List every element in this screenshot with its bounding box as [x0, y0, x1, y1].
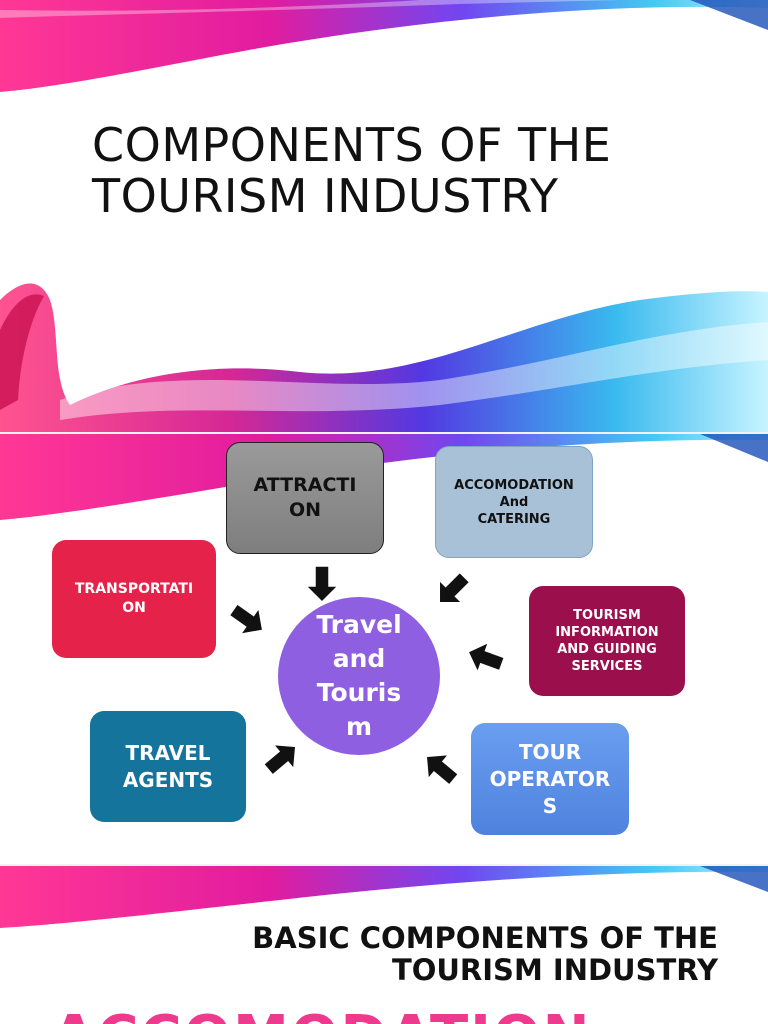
slide-title: COMPONENTS OF THE TOURISM INDUSTRY	[0, 0, 768, 432]
transportation-label: TRANSPORTATI ON	[74, 581, 194, 616]
arrow-left-icon	[467, 640, 506, 675]
center-label: Travel and Touris m	[316, 610, 402, 741]
transportation-box: TRANSPORTATI ON	[52, 540, 216, 658]
attraction-label: ATTRACTI ON	[253, 474, 357, 521]
travel-and-tourism-circle: Travel and Touris m	[278, 597, 440, 755]
swoosh-decoration	[0, 0, 768, 432]
arrow-right-icon	[228, 602, 264, 636]
arrow-up-left-icon	[425, 753, 460, 786]
accomodation-label: ACCOMODATION And CATERING	[454, 477, 574, 527]
travel-agents-label: TRAVEL AGENTS	[122, 740, 214, 792]
tourism-info-label: TOURISM INFORMATION AND GUIDING SERVICES	[555, 608, 659, 674]
arrow-down-icon	[304, 565, 340, 604]
swoosh-decoration	[0, 866, 768, 928]
page-title: COMPONENTS OF THE TOURISM INDUSTRY	[92, 118, 612, 223]
slide-divider	[0, 432, 768, 434]
slide-basic-components: BASIC COMPONENTS OF THE TOURISM INDUSTRY…	[0, 866, 768, 1024]
tour-operators-box: TOUR OPERATOR S	[471, 723, 629, 835]
tourism-info-box: TOURISM INFORMATION AND GUIDING SERVICES	[529, 586, 685, 696]
swoosh-decoration	[0, 434, 768, 520]
section-title: BASIC COMPONENTS OF THE TOURISM INDUSTRY	[252, 921, 718, 987]
slide-divider	[0, 864, 768, 866]
tour-operators-label: TOUR OPERATOR S	[489, 739, 611, 818]
arrow-up-right-icon	[262, 743, 297, 776]
slide-diagram: ATTRACTI ON ACCOMODATION And CATERING TR…	[0, 434, 768, 864]
travel-agents-box: TRAVEL AGENTS	[90, 711, 246, 822]
attraction-box: ATTRACTI ON	[226, 442, 384, 554]
accomodation-box: ACCOMODATION And CATERING	[435, 446, 593, 558]
arrow-down-left-icon	[438, 571, 471, 604]
section-heading: ACCOMODATION	[52, 1004, 591, 1024]
